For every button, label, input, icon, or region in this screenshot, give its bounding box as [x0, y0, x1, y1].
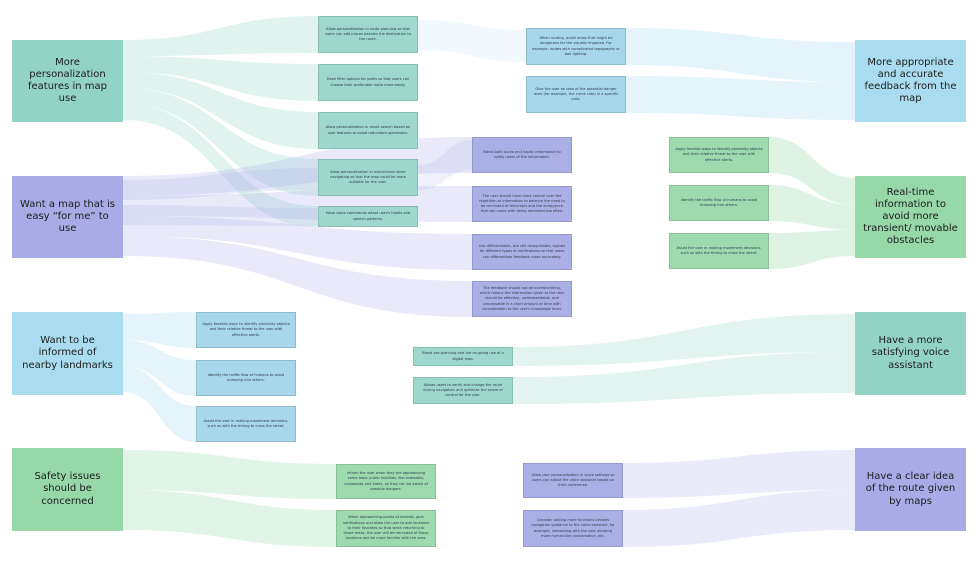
card-easy-repetition-control: The user should have more control over t… — [472, 186, 572, 222]
flow-ribbon — [123, 312, 196, 348]
card-personalization-route-planning: Allow personalization in route planning … — [318, 16, 418, 53]
flow-ribbon — [626, 76, 855, 120]
category-voice-assistant: Have a more satisfying voice assistant — [855, 312, 966, 395]
flow-ribbon — [623, 490, 855, 547]
flow-ribbon — [123, 168, 318, 200]
card-personalization-filter-options: Have filter options for paths so that us… — [318, 64, 418, 101]
card-personalization-instructions: Allow personalization in instructions wh… — [318, 159, 418, 196]
flow-ribbon — [123, 88, 318, 196]
flow-ribbon — [626, 28, 855, 82]
card-personalization-voice-commands: Have voice commands adapt user's habits … — [318, 206, 418, 227]
card-realtime-movement-decisions: Assist the user in making movement decis… — [669, 233, 769, 269]
flow-ribbon — [123, 236, 472, 317]
category-personalization: More personalization features in map use — [12, 40, 123, 122]
card-voice-blend-planning: Blend pre-planning and the on-going use … — [413, 347, 513, 366]
flow-ribbon — [123, 216, 472, 270]
card-realtime-traffic-flow: Identify the traffic flow of humans to a… — [669, 185, 769, 221]
card-personalization-result-search: Allow personalization in result search b… — [318, 112, 418, 149]
flow-ribbon — [123, 490, 336, 547]
flow-ribbon — [123, 366, 196, 442]
flow-ribbon — [123, 137, 472, 196]
flow-ribbon — [418, 140, 472, 190]
flow-ribbon — [123, 205, 318, 226]
category-feedback: More appropriate and accurate feedback f… — [855, 40, 966, 122]
card-feedback-avoid-dangerous-areas: When routing, avoid areas that might be … — [526, 28, 626, 65]
card-landmarks-proximity-objects: Apply feasible ways to identify proximit… — [196, 312, 296, 348]
category-landmarks: Want to be informed of nearby landmarks — [12, 312, 123, 395]
card-easy-audio-haptic: Blend both audio and haptic information … — [472, 137, 572, 173]
category-safety: Safety issues should be concerned — [12, 448, 123, 531]
card-easy-signals: Use differentiable, but still recognizab… — [472, 234, 572, 270]
flow-ribbon — [769, 230, 855, 269]
flow-ribbon — [769, 185, 855, 230]
flow-ribbon — [123, 104, 318, 227]
flow-ribbon — [123, 72, 318, 149]
card-route-voice-functions: Consider adding more functions besides n… — [523, 510, 623, 547]
flow-ribbon — [418, 20, 526, 62]
card-realtime-proximity-objects: Apply feasible ways to identify proximit… — [669, 137, 769, 173]
category-easy-to-use: Want a map that is easy “for me” to use — [12, 176, 123, 258]
category-route-clarity: Have a clear idea of the route given by … — [855, 448, 966, 531]
flow-ribbon — [123, 56, 318, 101]
flow-ribbon — [513, 314, 855, 366]
flow-ribbon — [123, 340, 196, 396]
card-voice-verify-route: Allows users to verify and change the ro… — [413, 377, 513, 404]
card-safety-public-facilities: Inform the user when they are approachin… — [336, 464, 436, 499]
flow-ribbon — [623, 450, 855, 498]
flow-ribbon — [123, 16, 318, 56]
card-feedback-danger-level: Give the user an idea of the potential d… — [526, 76, 626, 113]
card-landmarks-movement-decisions: Assist the user in making movement decis… — [196, 406, 296, 442]
category-realtime: Real-time information to avoid more tran… — [855, 176, 966, 258]
flow-ribbon — [123, 450, 336, 499]
card-route-voice-settings: Allow user personalization in voice sett… — [523, 463, 623, 498]
card-easy-not-overwhelming: The feedback should not be overwhelming,… — [472, 281, 572, 317]
card-landmarks-traffic-flow: Identify the traffic flow of humans to a… — [196, 360, 296, 396]
flow-ribbon — [769, 137, 855, 205]
card-safety-points-of-interest: When approaching points of interest, giv… — [336, 510, 436, 547]
flow-ribbon — [513, 352, 855, 404]
